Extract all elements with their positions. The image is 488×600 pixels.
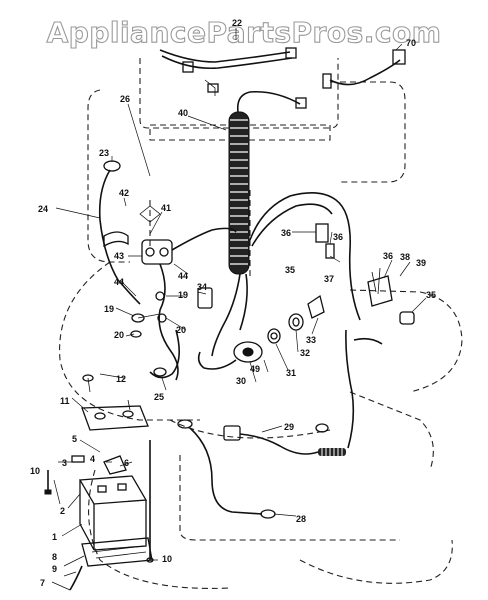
callout-11: 11 <box>60 396 70 406</box>
callout-10-left: 10 <box>30 466 40 476</box>
callout-20-right: 20 <box>176 325 186 335</box>
callout-29: 29 <box>284 422 294 432</box>
battery-cable-negative <box>177 419 276 519</box>
tractor-frame-outline <box>59 58 463 589</box>
callout-37: 37 <box>324 274 334 284</box>
callout-44-left: 44 <box>114 277 124 287</box>
callout-42: 42 <box>119 188 129 198</box>
callout-24: 24 <box>38 204 48 214</box>
watermark: AppliancePartsPros.com <box>47 16 442 49</box>
battery <box>71 455 148 551</box>
callout-1: 1 <box>52 532 57 542</box>
battery-hold-down <box>81 374 149 431</box>
callout-2: 2 <box>60 506 65 516</box>
callout-23: 23 <box>99 148 109 158</box>
callout-20-left: 20 <box>114 330 124 340</box>
callout-33: 33 <box>306 335 316 345</box>
callout-38: 38 <box>400 252 410 262</box>
callout-6: 6 <box>124 458 129 468</box>
callout-4: 4 <box>90 454 95 464</box>
callout-44-right: 44 <box>178 271 188 281</box>
coiled-wire-harness <box>211 90 307 357</box>
callout-28: 28 <box>296 514 306 524</box>
callout-12: 12 <box>116 374 126 384</box>
callout-31: 31 <box>286 368 296 378</box>
callout-19-left: 19 <box>104 304 114 314</box>
callout-3: 3 <box>62 458 67 468</box>
callout-49: 49 <box>250 364 260 374</box>
callout-32: 32 <box>300 348 310 358</box>
callout-35-right: 35 <box>426 290 436 300</box>
callout-7: 7 <box>40 578 45 588</box>
callout-39: 39 <box>416 258 426 268</box>
callout-36-right: 36 <box>383 251 393 261</box>
callout-19-right: 19 <box>178 290 188 300</box>
callout-25: 25 <box>154 392 164 402</box>
key-switch-parts <box>197 294 325 370</box>
callout-36-left: 36 <box>281 228 291 238</box>
bracket-assembly <box>367 267 415 325</box>
callout-36-mid: 36 <box>333 232 343 242</box>
callout-26: 26 <box>120 94 130 104</box>
right-wire-harness <box>249 192 383 449</box>
callout-8: 8 <box>52 552 57 562</box>
callout-43: 43 <box>114 251 124 261</box>
callout-41: 41 <box>161 203 171 213</box>
callout-40: 40 <box>178 108 188 118</box>
callout-30: 30 <box>236 376 246 386</box>
bolt-left <box>44 470 52 495</box>
callout-22: 22 <box>232 18 242 28</box>
callout-9: 9 <box>52 564 57 574</box>
callout-5: 5 <box>72 434 77 444</box>
callout-labels: 22 70 26 40 23 42 24 41 43 44 44 36 36 3… <box>30 18 436 588</box>
callout-10-right: 10 <box>162 554 172 564</box>
callout-70: 70 <box>406 38 416 48</box>
callout-35-left: 35 <box>285 265 295 275</box>
battery-cable-positive <box>223 423 346 456</box>
leader-lines <box>51 28 427 591</box>
ground-cable <box>149 329 180 379</box>
callout-34: 34 <box>197 282 207 292</box>
upper-wire-harness <box>159 47 406 96</box>
